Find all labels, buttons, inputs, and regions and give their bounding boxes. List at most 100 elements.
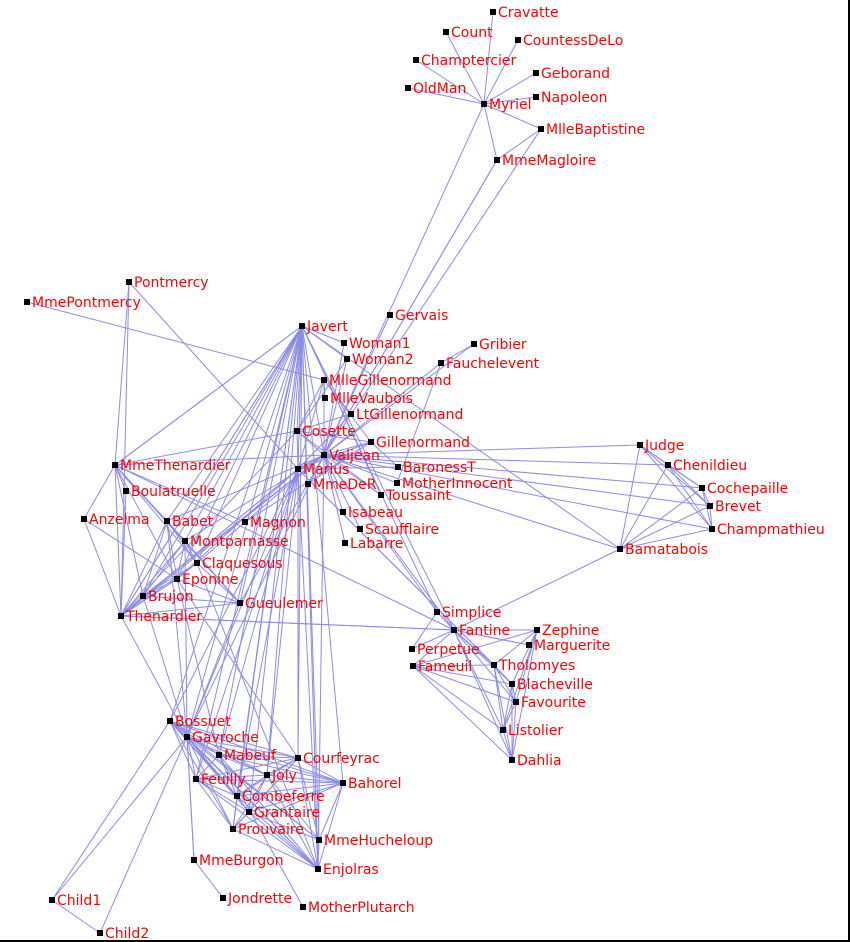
node-Bossuet[interactable]: Bossuet: [167, 714, 231, 730]
edge-Bossuet-Feuilly: [169, 720, 197, 780]
node-Napoleon[interactable]: Napoleon: [533, 90, 607, 106]
node-MmeBurgon[interactable]: MmeBurgon: [191, 853, 284, 869]
node-MlleVaubois[interactable]: MlleVaubois: [322, 391, 413, 407]
node-OldMan[interactable]: OldMan: [405, 81, 466, 97]
node-LtGillenormand[interactable]: LtGillenormand: [348, 407, 463, 423]
node-Geborand[interactable]: Geborand: [533, 66, 610, 82]
edge-Mabeuf-MotherPlutarch: [218, 754, 304, 908]
edge-Marius-LtGillenormand: [297, 413, 352, 470]
node-MmeMagloire[interactable]: MmeMagloire: [494, 153, 596, 169]
node-Anzelma[interactable]: Anzelma: [81, 512, 150, 528]
node-Cosette[interactable]: Cosette: [294, 424, 356, 440]
node-Tholomyes[interactable]: Tholomyes: [491, 658, 575, 674]
node-marker: [500, 727, 506, 733]
node-Woman1[interactable]: Woman1: [341, 336, 411, 352]
node-Isabeau[interactable]: Isabeau: [340, 505, 403, 521]
node-Count[interactable]: Count: [443, 25, 493, 41]
node-Gribier[interactable]: Gribier: [471, 337, 527, 353]
node-Labarre[interactable]: Labarre: [342, 536, 403, 552]
node-label: Babet: [172, 514, 214, 530]
node-Dahlia[interactable]: Dahlia: [509, 753, 562, 769]
node-Simplice[interactable]: Simplice: [434, 605, 501, 621]
node-marker: [387, 312, 393, 318]
node-Champtercier[interactable]: Champtercier: [413, 53, 517, 69]
node-Child2[interactable]: Child2: [97, 926, 149, 942]
node-Magnon[interactable]: Magnon: [242, 515, 306, 531]
node-Javert[interactable]: Javert: [299, 319, 348, 335]
node-Brujon[interactable]: Brujon: [140, 589, 194, 605]
node-marker: [305, 481, 311, 487]
edge-Valjean-Woman1: [323, 342, 345, 456]
node-Valjean[interactable]: Valjean: [321, 448, 380, 464]
node-MotherPlutarch[interactable]: MotherPlutarch: [300, 900, 415, 916]
node-Scaufflaire[interactable]: Scaufflaire: [357, 522, 439, 538]
node-Babet[interactable]: Babet: [164, 514, 214, 530]
node-Gavroche[interactable]: Gavroche: [184, 730, 259, 746]
node-Fantine[interactable]: Fantine: [451, 623, 510, 639]
node-MotherInnocent[interactable]: MotherInnocent: [394, 476, 513, 492]
node-Myriel[interactable]: Myriel: [481, 97, 532, 113]
node-Favourite[interactable]: Favourite: [513, 695, 586, 711]
node-Jondrette[interactable]: Jondrette: [220, 891, 292, 907]
node-MlleBaptistine[interactable]: MlleBaptistine: [538, 122, 645, 138]
node-label: Fauchelevent: [446, 356, 540, 372]
node-Zephine[interactable]: Zephine: [534, 623, 599, 639]
node-Perpetue[interactable]: Perpetue: [409, 642, 480, 658]
node-Fauchelevent[interactable]: Fauchelevent: [438, 356, 540, 372]
node-Fameuil[interactable]: Fameuil: [410, 659, 472, 675]
node-Prouvaire[interactable]: Prouvaire: [230, 822, 304, 838]
node-Cochepaille[interactable]: Cochepaille: [699, 481, 788, 497]
node-Blacheville[interactable]: Blacheville: [509, 677, 593, 693]
edge-Bamatabois-Chenildieu: [619, 464, 669, 550]
node-Eponine[interactable]: Eponine: [174, 572, 239, 588]
node-Judge[interactable]: Judge: [637, 438, 684, 454]
node-Woman2[interactable]: Woman2: [344, 352, 414, 368]
node-Chenildieu[interactable]: Chenildieu: [665, 458, 747, 474]
node-Thenardier[interactable]: Thenardier: [118, 609, 202, 625]
node-Joly[interactable]: Joly: [264, 768, 297, 784]
edge-Marius-Mabeuf: [218, 468, 299, 756]
node-Feuilly[interactable]: Feuilly: [193, 772, 246, 788]
node-Cravatte[interactable]: Cravatte: [490, 5, 559, 21]
node-Enjolras[interactable]: Enjolras: [315, 862, 379, 878]
node-Montparnasse[interactable]: Montparnasse: [182, 534, 289, 550]
node-Brevet[interactable]: Brevet: [707, 499, 762, 515]
node-BaronessT[interactable]: BaronessT: [395, 460, 476, 476]
node-Courfeyrac[interactable]: Courfeyrac: [295, 751, 380, 767]
node-MmeDeR[interactable]: MmeDeR: [305, 477, 377, 493]
edge-Marius-Pontmercy: [128, 281, 299, 470]
edge-Courfeyrac-Joly: [266, 757, 299, 776]
node-Combeferre[interactable]: Combeferre: [234, 789, 325, 805]
node-Grantaire[interactable]: Grantaire: [246, 805, 320, 821]
node-Marguerite[interactable]: Marguerite: [526, 638, 610, 654]
node-Claquesous[interactable]: Claquesous: [194, 556, 283, 572]
edge-Javert-Mabeuf: [218, 325, 303, 756]
node-Gillenormand[interactable]: Gillenormand: [368, 435, 470, 451]
node-Child1[interactable]: Child1: [49, 893, 101, 909]
node-Pontmercy[interactable]: Pontmercy: [126, 275, 209, 291]
node-MlleGillenormand[interactable]: MlleGillenormand: [321, 373, 452, 389]
node-Toussaint[interactable]: Toussaint: [378, 488, 452, 504]
node-MmePontmercy[interactable]: MmePontmercy: [24, 295, 141, 311]
edge-Babet-Brujon: [142, 520, 168, 597]
node-Bamatabois[interactable]: Bamatabois: [617, 542, 708, 558]
edge-MmeThenardier-Javert: [114, 325, 303, 466]
node-MmeHucheloup[interactable]: MmeHucheloup: [316, 833, 433, 849]
edge-Javert-Babet: [166, 325, 303, 522]
node-Gervais[interactable]: Gervais: [387, 308, 448, 324]
edge-Joly-Bahorel: [266, 774, 344, 784]
node-Gueulemer[interactable]: Gueulemer: [237, 596, 323, 612]
edge-MmeThenardier-Magnon: [114, 464, 246, 523]
node-Marius[interactable]: Marius: [295, 462, 349, 478]
node-marker: [216, 752, 222, 758]
node-Mabeuf[interactable]: Mabeuf: [216, 748, 277, 764]
node-MmeThenardier[interactable]: MmeThenardier: [112, 458, 231, 474]
node-Listolier[interactable]: Listolier: [500, 723, 563, 739]
node-Bahorel[interactable]: Bahorel: [340, 776, 402, 792]
node-CountessDeLo[interactable]: CountessDeLo: [515, 33, 623, 49]
node-marker: [533, 94, 539, 100]
edge-Valjean-Claquesous: [196, 454, 325, 564]
node-Champmathieu[interactable]: Champmathieu: [709, 522, 825, 538]
node-Boulatruelle[interactable]: Boulatruelle: [123, 484, 216, 500]
